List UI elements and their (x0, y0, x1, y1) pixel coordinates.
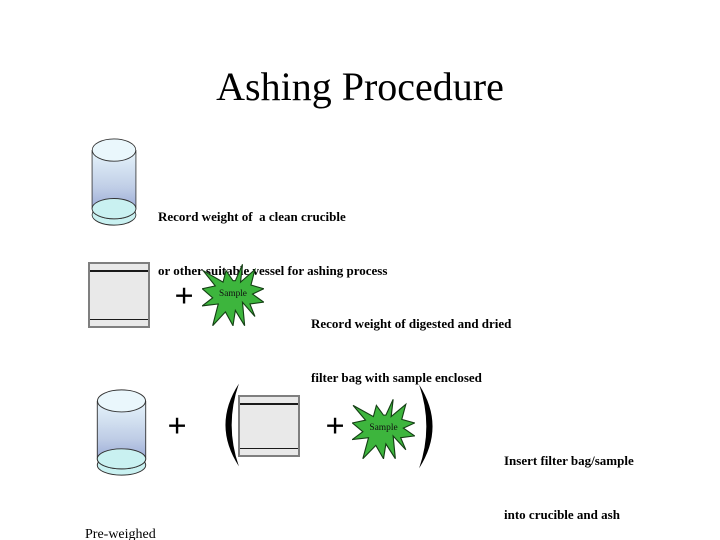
plus-operator: + (325, 408, 345, 445)
step2-line1: Record weight of digested and dried (311, 316, 512, 331)
caption-line1: Pre-weighed (85, 527, 156, 540)
bag-seam-bottom (240, 447, 298, 449)
step1-description: Record weight of a clean crucible or oth… (158, 172, 387, 316)
step2-description: Record weight of digested and dried filt… (311, 279, 511, 423)
step2-line2: filter bag with sample enclosed (311, 370, 482, 385)
step1-line1: Record weight of a clean crucible (158, 209, 346, 224)
filter-bag-icon (238, 395, 300, 457)
sample-label: Sample (219, 289, 247, 299)
filter-bag-icon (88, 262, 150, 328)
step1-line2: or other suitable vessel for ashing proc… (158, 263, 388, 278)
plus-operator: + (174, 278, 194, 315)
sample-label: Sample (369, 422, 397, 432)
bag-seam-bottom (90, 318, 148, 320)
crucible-caption: Pre-weighed crucible (85, 490, 156, 540)
plus-operator: + (167, 408, 187, 445)
sample-starburst-icon: Sample (202, 264, 264, 326)
bag-seam-top (240, 403, 298, 405)
step3-description: Insert filter bag/sample into crucible a… (504, 416, 634, 540)
step3-line1: Insert filter bag/sample (504, 453, 634, 468)
close-paren-icon (419, 384, 433, 469)
step3-line2: into crucible and ash (504, 507, 620, 522)
open-paren-icon (225, 383, 239, 467)
slide-title: Ashing Procedure (216, 64, 504, 109)
bag-seam-top (90, 270, 148, 272)
crucible-icon (91, 138, 137, 226)
sample-starburst-icon: Sample (352, 399, 415, 459)
crucible-icon (96, 389, 147, 476)
